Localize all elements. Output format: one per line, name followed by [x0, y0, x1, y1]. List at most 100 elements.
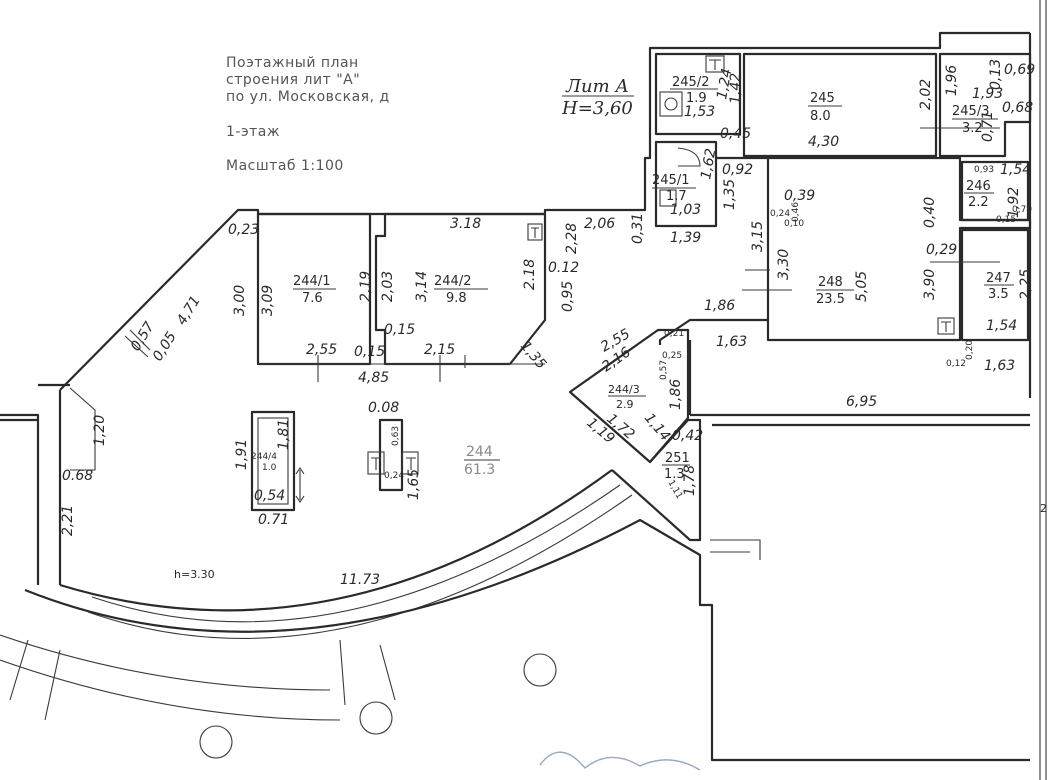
- dim-2-55: 2,55: [306, 342, 337, 358]
- dim-4-30: 4,30: [808, 134, 839, 150]
- dim-0-71: 0,71: [980, 111, 996, 142]
- fixture-244-2-t: [527, 223, 543, 241]
- room-246-id: 246: [966, 179, 991, 194]
- room-245-1-area: 1.7: [666, 189, 687, 204]
- room-244-2-id: 244/2: [434, 274, 471, 289]
- room-245-3-area: 3.2: [962, 121, 983, 136]
- dim-0-05: 0,05: [150, 329, 180, 364]
- dim-1-65: 1,65: [406, 469, 422, 500]
- dim-0-15: 0,15: [996, 215, 1016, 225]
- dim-0-08: 0.08: [368, 400, 399, 416]
- dim-0-13: 0,13: [988, 59, 1004, 90]
- dim-2-25: 2,25: [1018, 269, 1034, 300]
- terrace-inner-arc: [0, 634, 331, 691]
- page-edge: [1039, 0, 1047, 780]
- room-244-4-inner: [257, 417, 289, 505]
- room-248-area: 23.5: [816, 292, 845, 307]
- right-shell-wall: [688, 33, 1032, 427]
- terrace-outer-arc: [0, 659, 341, 721]
- room-246-area: 2.2: [968, 195, 989, 210]
- partition-ticks: [258, 127, 1000, 382]
- dim-6-95: 6,95: [846, 394, 877, 410]
- dim-2-03: 2,03: [380, 271, 396, 302]
- column-right-cap: [401, 451, 419, 475]
- fixture-247-t: [937, 317, 955, 335]
- room-244-2-walls: [374, 212, 547, 366]
- signature-scribble: [539, 751, 701, 771]
- dim-0-54: 0,54: [254, 488, 285, 504]
- dim-4-71: 4,71: [174, 293, 204, 328]
- dim-0-93: 0,93: [974, 165, 994, 175]
- room-245-1-id: 245/1: [652, 173, 689, 188]
- dim-1-92: 1,92: [1006, 187, 1022, 218]
- dim-1-54: 1,54: [1000, 162, 1031, 178]
- terrace-wall: [24, 518, 1030, 762]
- dim-0-10: 0,10: [784, 219, 804, 229]
- room-248-walls: [658, 156, 1032, 345]
- dim-2-18: 2.18: [522, 259, 538, 290]
- dim-5-05: 5,05: [854, 271, 870, 302]
- dim-0-69: 0,69: [1004, 62, 1035, 78]
- entrance-wall: [0, 383, 70, 585]
- dim-2-02: 2,02: [918, 79, 934, 110]
- dim-1-24: 1,24: [714, 67, 735, 100]
- dim-0-42: 0,42: [672, 428, 703, 444]
- dim-1-39: 1,39: [670, 230, 701, 246]
- dim-1-20: 1,20: [92, 415, 108, 446]
- dim-1-91: 1,91: [234, 439, 250, 470]
- dim-3-30: 3,30: [776, 249, 792, 280]
- room-251-area: 1.3: [664, 467, 685, 482]
- dim-3-15: 3,15: [750, 221, 766, 252]
- dim-3-90: 3,90: [922, 269, 938, 300]
- dim-1-63: 1,63: [716, 334, 747, 350]
- column-left-cap: [367, 451, 385, 475]
- ceiling-height: h=3.30: [174, 568, 215, 581]
- fixture-245-1-t: [659, 189, 677, 207]
- fixture-245-2-toilet: [659, 91, 683, 117]
- header-line-2: строения лит "А": [226, 72, 360, 88]
- dim-1-86: 1,86: [704, 298, 735, 314]
- arrow-244-4: [295, 467, 305, 503]
- dim-1-42: 1,42: [728, 73, 744, 104]
- room-245-walls: [742, 52, 938, 158]
- page-edge-mark: 2: [1040, 502, 1047, 515]
- floor-label: 1-этаж: [226, 124, 280, 140]
- dim-1-81: 1,81: [276, 419, 292, 450]
- lit-name: Лит А: [565, 76, 629, 97]
- curved-glazing-inner: [91, 484, 621, 623]
- room-labels: 244/1 7.6 244/2 9.8 244/3 2.9 244/4 1.0 …: [251, 75, 1014, 482]
- dim-0-63: 0,63: [391, 426, 401, 446]
- terrace-column-3: [199, 725, 233, 759]
- dim-1-35-b: 1,35: [517, 338, 549, 372]
- header-line-3: по ул. Московская, д: [226, 89, 390, 105]
- dim-1-86-b: 1,86: [668, 379, 684, 410]
- fixture-247-t-mark: [941, 321, 951, 332]
- room-251-id: 251: [665, 451, 690, 466]
- dim-0-57-b: 0,57: [659, 360, 669, 380]
- room-247-walls: [960, 228, 1030, 342]
- dim-3-18: 3.18: [450, 216, 481, 232]
- fixture-column-t-marks: [371, 457, 416, 470]
- dim-0-23: 0,23: [228, 222, 259, 238]
- fixtures: [199, 0, 1047, 780]
- dim-0-24-b: 0,24: [384, 471, 404, 481]
- lit-label: Лит А H=3,60: [561, 76, 634, 119]
- dim-1-62: 1,62: [698, 147, 719, 181]
- dim-1-93: 1,93: [972, 86, 1003, 102]
- dim-2-28: 2,28: [564, 223, 580, 254]
- walls: [0, 31, 1032, 762]
- room-244-4-id: 244/4: [251, 452, 277, 462]
- dim-0-20: 0,20: [965, 340, 975, 360]
- lobby-step: [710, 539, 761, 560]
- dim-2-15: 2,15: [424, 342, 455, 358]
- dim-0-15-c: 0,15: [384, 322, 415, 338]
- room-245-1-walls: [654, 140, 718, 228]
- diagonal-wall-detail: [69, 329, 151, 471]
- curved-glazing-outer: [87, 494, 633, 639]
- room-245-2-area: 1.9: [686, 91, 707, 106]
- room-244-3-walls: [568, 328, 690, 464]
- dim-1-35: 1,35: [722, 179, 738, 210]
- dim-0-95: 0,95: [560, 281, 576, 312]
- dim-2-21: 2,21: [60, 505, 76, 536]
- room-244-area: 61.3: [464, 462, 495, 478]
